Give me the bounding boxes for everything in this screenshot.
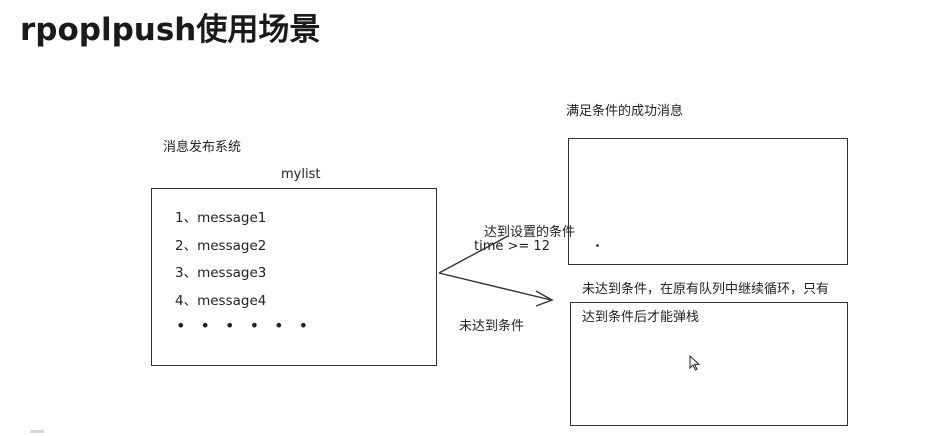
publisher-label: 消息发布系统 — [163, 140, 242, 155]
mouse-cursor-icon — [689, 354, 701, 371]
arrowhead-icon — [535, 290, 554, 307]
fail-box-label-line1: 未达到条件，在原有队列中继续循环，只有 — [582, 282, 830, 297]
edge-label-condition-not-met: 未达到条件 — [459, 319, 525, 334]
list-item: 4、message4 — [175, 292, 267, 309]
dot-mark — [596, 244, 599, 247]
fail-box — [570, 302, 848, 426]
mylist-box — [151, 188, 437, 366]
page-title: rpoplpush使用场景 — [20, 12, 321, 48]
fail-box-label-line2: 达到条件后才能弹栈 — [582, 310, 700, 325]
list-item: 3、message3 — [175, 265, 267, 281]
success-box — [568, 138, 848, 265]
list-item: 2、message2 — [175, 237, 267, 254]
edge-label-condition-expr: time >= 12 — [474, 239, 550, 254]
list-ellipsis: • • • • • • — [176, 316, 314, 335]
edge-condition-not-met — [438, 272, 552, 301]
edge-label-condition-met: 达到设置的条件 — [484, 225, 576, 240]
mylist-name: mylist — [281, 167, 321, 182]
corner-mark — [30, 430, 44, 433]
message-list: 1、message1 2、message2 3、message3 4、messa… — [175, 209, 266, 319]
list-item: 1、message1 — [175, 210, 267, 226]
success-box-label: 满足条件的成功消息 — [566, 104, 684, 119]
